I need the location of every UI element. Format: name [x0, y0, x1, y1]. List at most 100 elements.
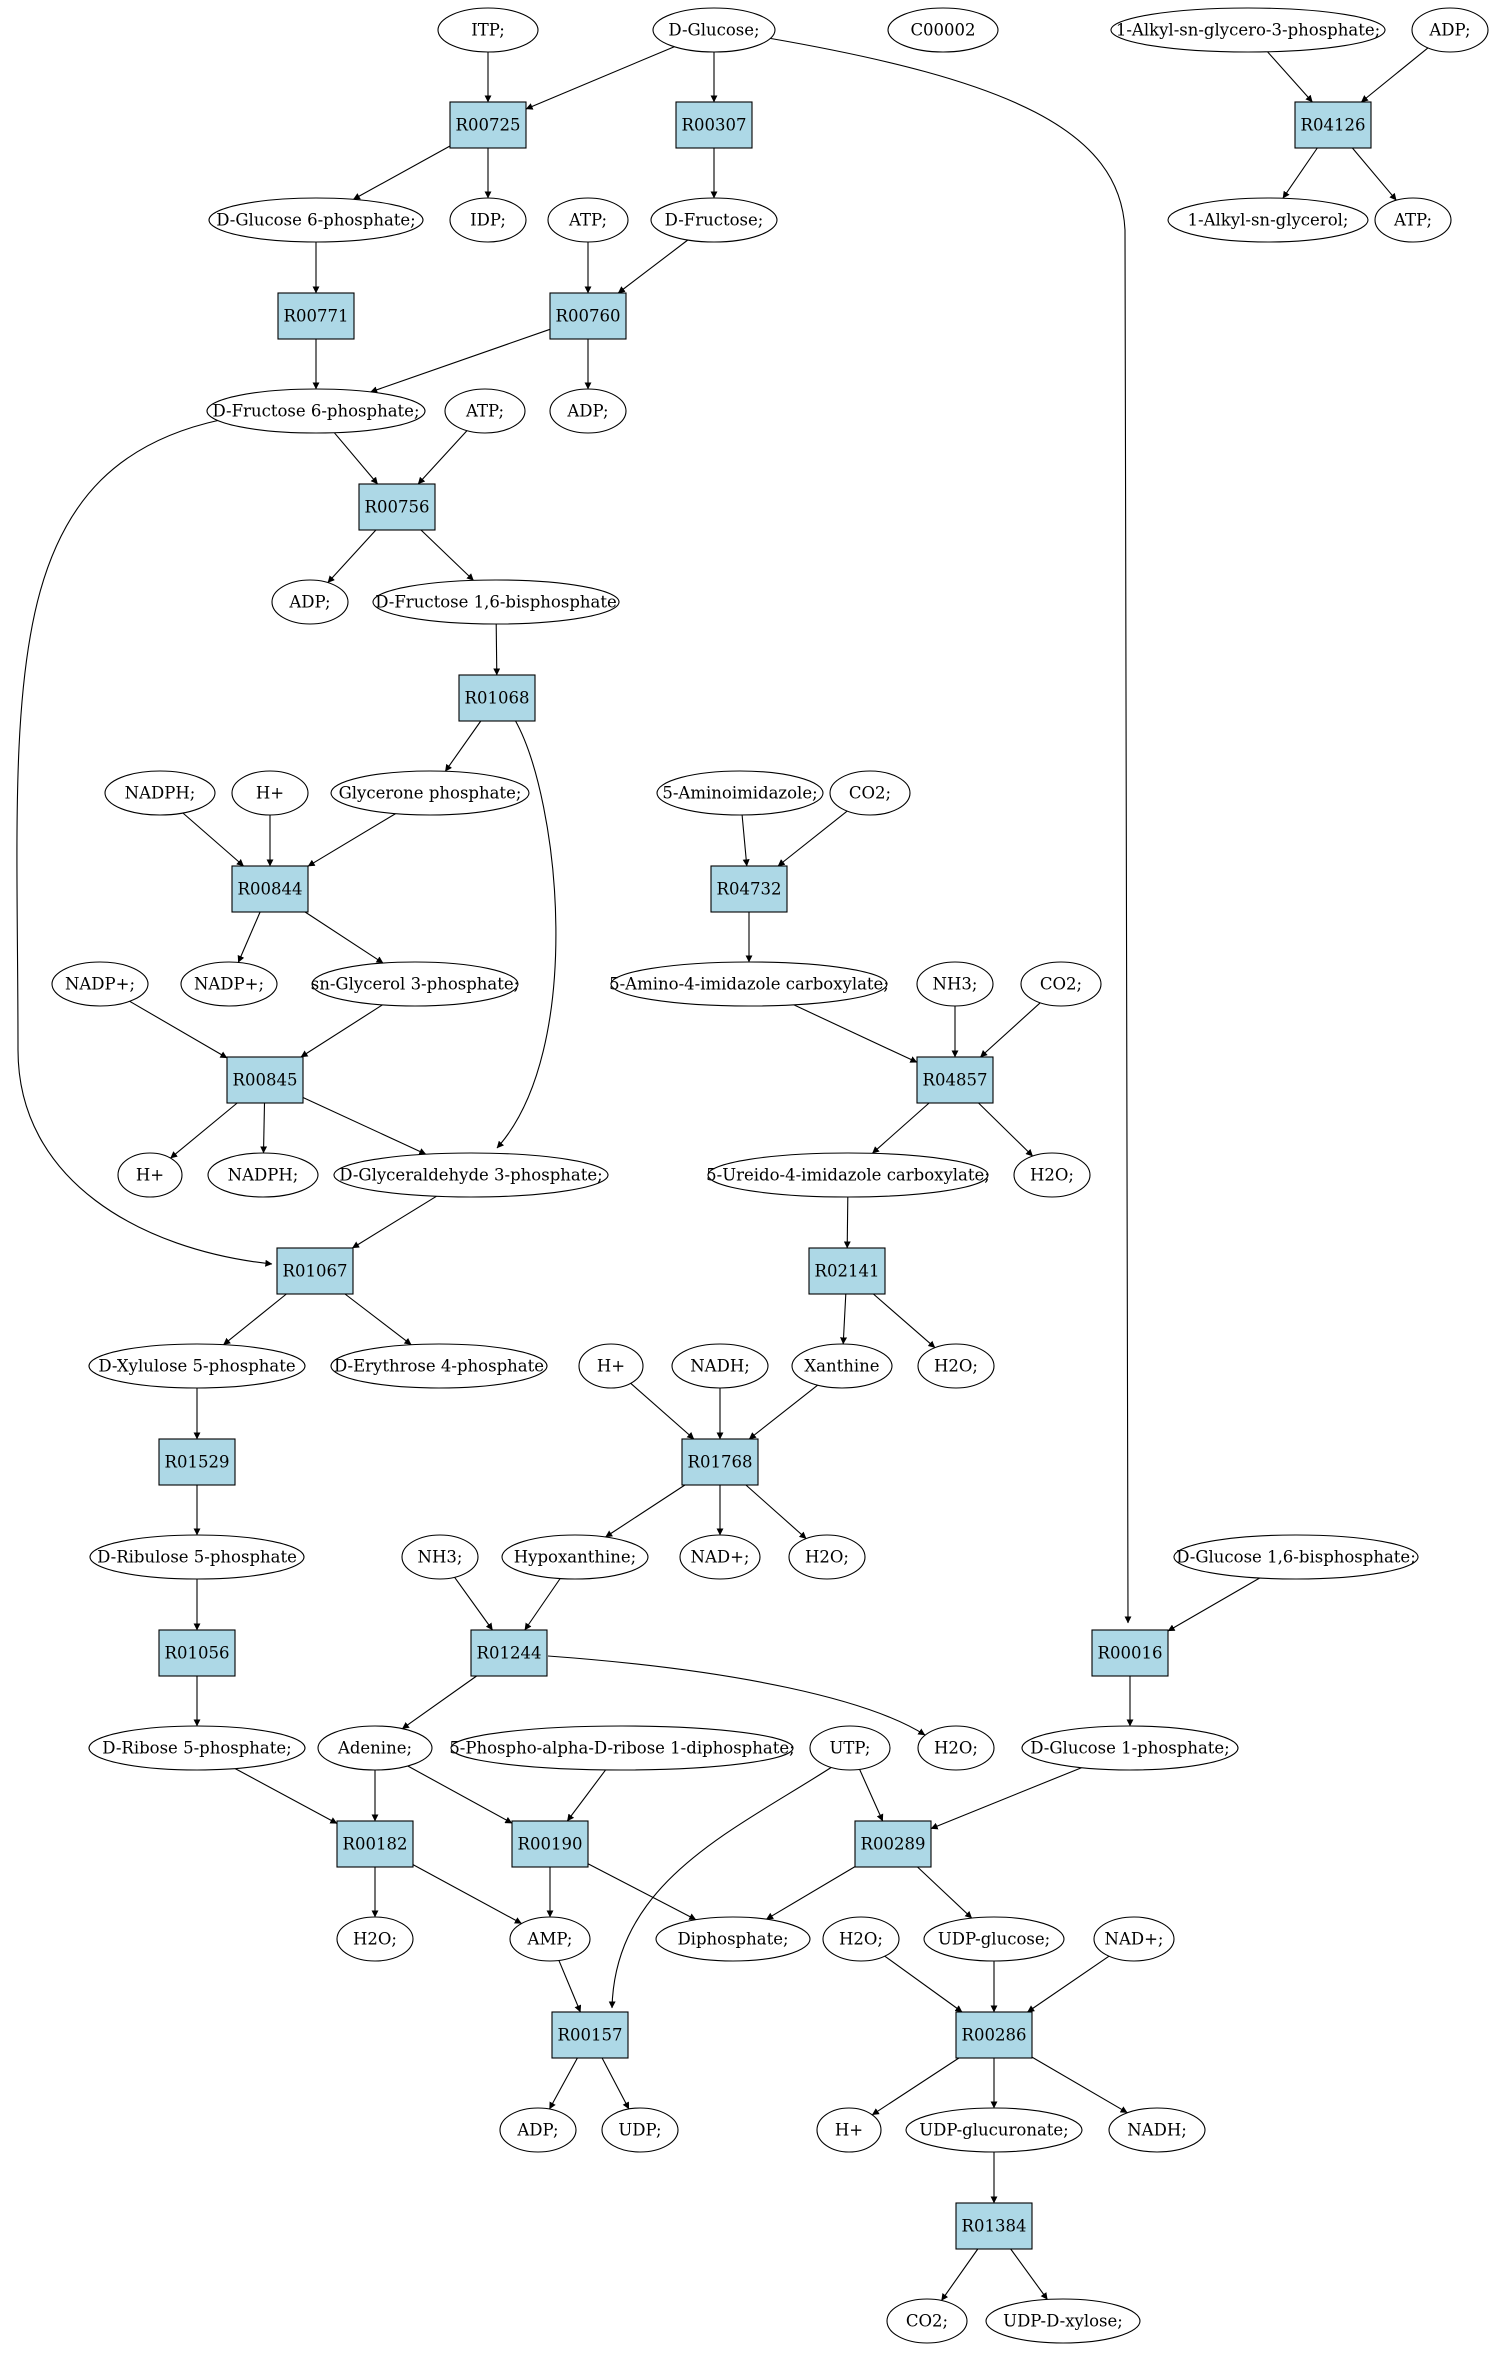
edge-g3p_sn-to-r00845 — [300, 1004, 383, 1058]
node-shape — [449, 101, 527, 149]
node-shape — [1173, 1534, 1419, 1580]
compound-node-adp4: ADP; — [499, 2107, 577, 2153]
edge-adp_t-to-r04126 — [1360, 47, 1429, 103]
compound-node-nadp2: NADP+; — [51, 961, 149, 1007]
node-label: NH3; — [418, 1548, 463, 1567]
node-label: D-Erythrose 4-phosphate — [334, 1357, 544, 1376]
edge-gap-to-r01067 — [352, 1195, 437, 1249]
compound-node-hplus1: H+ — [231, 770, 309, 816]
compound-node-h2o_c: H2O; — [788, 1534, 866, 1580]
compound-node-atp_r: ATP; — [1374, 197, 1452, 243]
compound-node-xu5p: D-Xylulose 5-phosphate — [88, 1343, 306, 1389]
compound-node-g6p: D-Glucose 6-phosphate; — [208, 197, 424, 243]
node-shape — [104, 770, 216, 816]
node-shape — [277, 292, 355, 340]
node-shape — [226, 1056, 304, 1104]
compound-node-ureido: 5-Ureido-4-imidazole carboxylate; — [706, 1152, 990, 1198]
compound-node-hplus2: H+ — [117, 1152, 183, 1198]
node-label: D-Fructose 1,6-bisphosphate — [375, 593, 617, 612]
compound-node-xan: Xanthine — [791, 1343, 893, 1389]
compound-node-atp2: ATP; — [444, 388, 526, 434]
node-label: R00182 — [343, 1835, 408, 1854]
node-shape — [916, 1056, 994, 1104]
node-shape — [311, 961, 519, 1007]
compound-node-nadh1: NADH; — [671, 1343, 769, 1389]
node-shape — [1020, 961, 1102, 1007]
node-label: R01529 — [165, 1453, 230, 1472]
node-label: ATP; — [465, 402, 504, 421]
edge-r01768-to-hypox — [605, 1484, 686, 1538]
node-label: NAD+; — [691, 1548, 750, 1567]
edge-r04857-to-h2o_a — [978, 1102, 1034, 1157]
node-label: CO2; — [1040, 975, 1082, 994]
compound-node-gap: D-Glyceraldehyde 3-phosphate; — [333, 1152, 609, 1198]
node-shape — [551, 2011, 629, 2059]
edge-alkylg3p-to-r04126 — [1267, 51, 1313, 103]
compound-node-g1p: D-Glucose 1-phosphate; — [1021, 1725, 1239, 1771]
reaction-node-r04126: R04126 — [1294, 101, 1372, 149]
node-label: NAD+; — [1105, 1930, 1164, 1949]
reaction-node-r00845: R00845 — [226, 1056, 304, 1104]
edge-utp-to-r00289 — [859, 1769, 884, 1822]
reaction-node-r00157: R00157 — [551, 2011, 629, 2059]
node-label: UDP; — [618, 2121, 661, 2140]
edge-r00725-to-g6p — [352, 145, 451, 200]
compound-node-nadph1: NADPH; — [104, 770, 216, 816]
node-shape — [886, 2298, 968, 2344]
node-shape — [158, 1629, 236, 1677]
node-shape — [271, 579, 349, 625]
node-label: UDP-D-xylose; — [1003, 2312, 1123, 2331]
node-shape — [707, 1152, 989, 1198]
compound-node-udpgluc: UDP-glucuronate; — [905, 2107, 1083, 2153]
edge-r00286-to-nadh2 — [1031, 2056, 1128, 2114]
edge-xan-to-r01768 — [748, 1384, 818, 1440]
node-label: 1-Alkyl-sn-glycerol; — [1188, 211, 1349, 230]
edge-r00756-to-fbp — [420, 529, 474, 581]
node-shape — [88, 1343, 306, 1389]
edge-r01384-to-co2c — [941, 2248, 979, 2301]
node-shape — [791, 1343, 893, 1389]
edge-hplus3-to-r01768 — [630, 1382, 695, 1440]
edge-atp2-to-r00756 — [417, 430, 468, 485]
edge-r04126-to-atp_r — [1351, 147, 1397, 201]
node-shape — [905, 2107, 1083, 2153]
node-label: ATP; — [1393, 211, 1432, 230]
node-shape — [829, 770, 911, 816]
node-shape — [444, 388, 526, 434]
compound-node-h2o_d: H2O; — [917, 1725, 995, 1771]
edge-r00289-to-diphos — [766, 1866, 856, 1920]
reaction-node-r00725: R00725 — [449, 101, 527, 149]
compound-node-nad2: NAD+; — [1093, 1916, 1175, 1962]
compound-node-nadh2: NADH; — [1108, 2107, 1206, 2153]
node-label: R01768 — [688, 1453, 753, 1472]
edge-r01067-to-xu5p — [223, 1293, 287, 1346]
edge-h2o_f-to-r00286 — [884, 1955, 963, 2013]
node-label: Hypoxanthine; — [514, 1548, 636, 1567]
node-shape — [206, 388, 426, 434]
node-label: R00760 — [556, 307, 621, 326]
node-label: 5-Aminoimidazole; — [662, 784, 817, 803]
compound-node-h2o_b: H2O; — [917, 1343, 995, 1389]
compound-node-h2o_e: H2O; — [336, 1916, 414, 1962]
edge-r02141-to-xan — [840, 1293, 848, 1345]
node-label: D-Glucose 1-phosphate; — [1030, 1739, 1230, 1758]
node-shape — [1167, 197, 1369, 243]
node-shape — [180, 961, 278, 1007]
node-label: D-Glucose; — [668, 21, 759, 40]
edge-r00845-to-nadph2 — [260, 1102, 268, 1154]
node-label: IDP; — [470, 211, 506, 230]
node-label: D-Ribulose 5-phosphate — [97, 1548, 297, 1567]
node-label: NH3; — [933, 975, 978, 994]
node-shape — [985, 2298, 1141, 2344]
edge-amp-to-r00157 — [558, 1960, 582, 2013]
reaction-node-r00844: R00844 — [231, 865, 309, 913]
node-shape — [51, 961, 149, 1007]
compound-node-udp: UDP; — [601, 2107, 679, 2153]
node-label: H+ — [136, 1166, 164, 1185]
reaction-node-r00756: R00756 — [358, 483, 436, 531]
edge-nad2-to-r00286 — [1027, 1955, 1110, 2013]
node-label: 5-Ureido-4-imidazole carboxylate; — [706, 1166, 990, 1185]
compound-node-amp: AMP; — [509, 1916, 591, 1962]
